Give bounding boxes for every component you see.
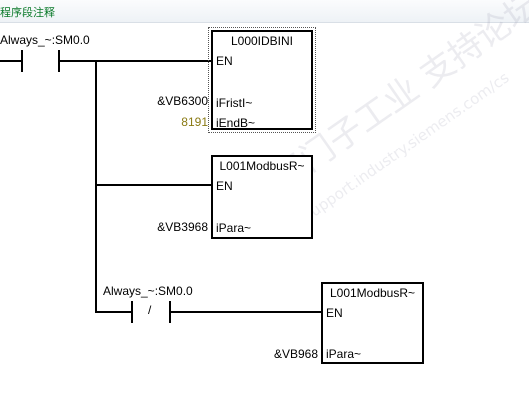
block3-en-pin: EN [326, 306, 343, 320]
network-comment[interactable]: 程序段注释 [0, 6, 55, 19]
block1-pin-iendb: iEndB~ [216, 116, 256, 130]
network-comment-bar[interactable]: 程序段注释 [0, 0, 529, 23]
block1-input-vb6300[interactable]: &VB6300 [157, 94, 208, 108]
contact2-left-bar[interactable] [131, 301, 133, 323]
rung-wire-top [59, 60, 211, 62]
contact1-left-bar[interactable] [21, 50, 23, 72]
branch-wire-3a [95, 311, 132, 313]
block2-en-pin: EN [216, 179, 233, 193]
branch-wire-3b [170, 311, 321, 313]
function-block-L001ModbusR-1[interactable]: L001ModbusR~ EN iPara~ [211, 155, 313, 239]
function-block-L000IDBINI[interactable]: L000IDBINI EN iFristI~ iEndB~ [208, 27, 316, 133]
contact2-not-symbol: / [148, 303, 152, 317]
block2-title: L001ModbusR~ [219, 159, 305, 173]
contact1-operand[interactable]: Always_~:SM0.0 [0, 33, 90, 47]
block2-input-vb3968[interactable]: &VB3968 [157, 220, 208, 234]
function-block-L001ModbusR-2[interactable]: L001ModbusR~ EN iPara~ [321, 282, 424, 364]
block1-pin-ifristl: iFristI~ [216, 96, 253, 110]
block1-input-8191[interactable]: 8191 [181, 115, 208, 129]
branch-wire-2 [95, 184, 212, 186]
watermark-url: support.industry.siemens.com/cs [300, 68, 513, 225]
block2-pin-ipara: iPara~ [216, 221, 252, 235]
block3-title: L001ModbusR~ [329, 286, 416, 300]
contact2-operand[interactable]: Always_~:SM0.0 [103, 284, 193, 298]
block3-input-vb968[interactable]: &VB968 [273, 347, 318, 361]
block1-en-pin: EN [216, 54, 233, 68]
block3-pin-ipara: iPara~ [326, 347, 362, 361]
power-rail-wire [0, 60, 22, 62]
block1-title: L000IDBINI [230, 34, 294, 48]
branch-vertical [95, 60, 97, 312]
